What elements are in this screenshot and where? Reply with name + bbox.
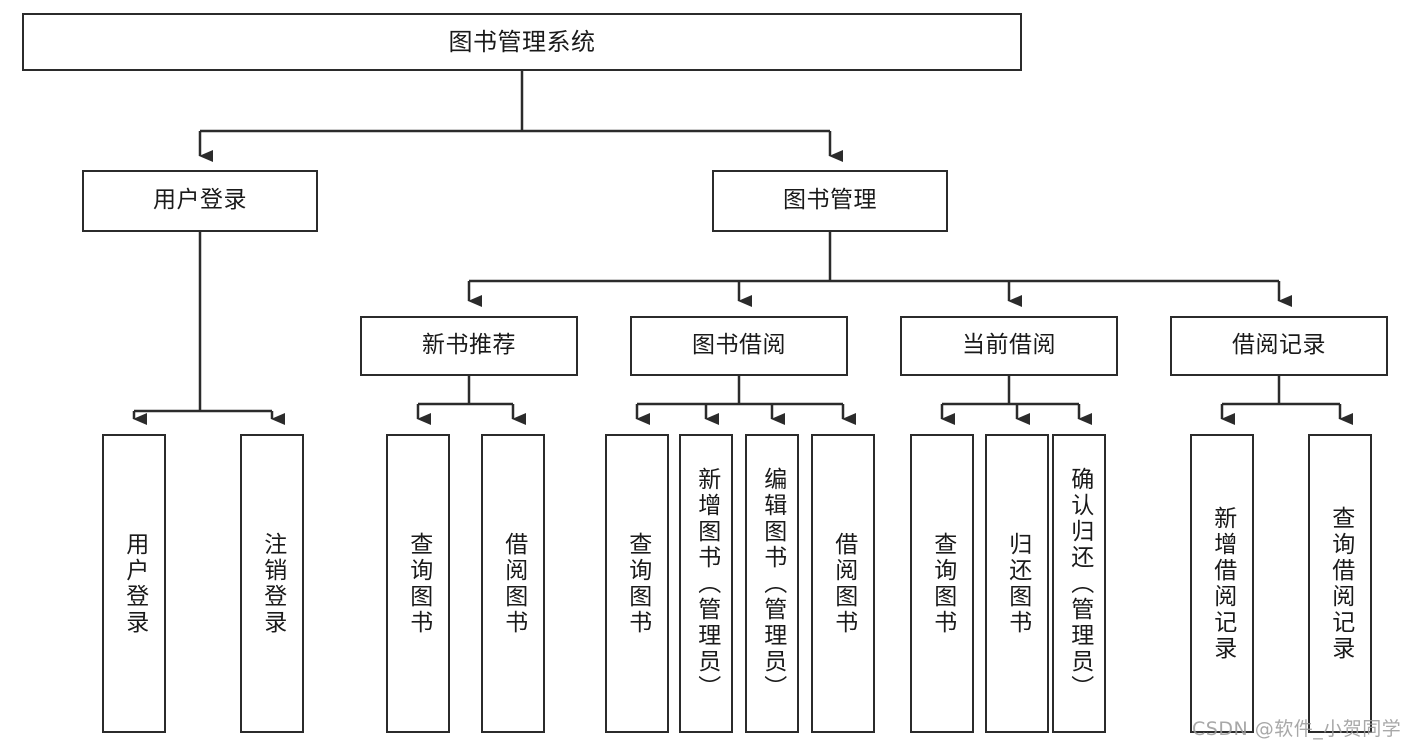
node-root-label: 图书管理系统	[448, 27, 596, 56]
node-leaf-query-book-2-label: 查询图书	[624, 531, 651, 636]
node-leaf-return-book[interactable]: 归还图书	[985, 434, 1049, 733]
node-leaf-borrow-book-2[interactable]: 借阅图书	[811, 434, 875, 733]
node-leaf-user-logout-label: 注销登录	[259, 531, 286, 636]
node-leaf-query-book-2[interactable]: 查询图书	[605, 434, 669, 733]
node-book-manage-label: 图书管理	[783, 187, 877, 214]
node-user-login-label: 用户登录	[153, 187, 247, 214]
node-leaf-add-book-admin[interactable]: 新增图书（管理员）	[679, 434, 733, 733]
node-leaf-borrow-book-1-label: 借阅图书	[500, 531, 527, 636]
node-leaf-return-book-label: 归还图书	[1004, 531, 1031, 636]
edge-group-root	[198, 71, 843, 162]
node-leaf-query-book-1[interactable]: 查询图书	[386, 434, 450, 733]
node-borrow-record-label: 借阅记录	[1232, 332, 1326, 359]
node-new-book-rec[interactable]: 新书推荐	[360, 316, 578, 376]
node-leaf-query-book-3-label: 查询图书	[929, 531, 956, 636]
node-leaf-query-borrow-record-label: 查询借阅记录	[1327, 505, 1354, 662]
node-leaf-add-book-admin-label: 新增图书（管理员）	[693, 466, 720, 701]
node-leaf-confirm-return-admin[interactable]: 确认归还（管理员）	[1052, 434, 1106, 733]
node-book-borrow-label: 图书借阅	[692, 332, 786, 359]
edge-group-borrow-record	[1220, 376, 1353, 425]
node-book-manage[interactable]: 图书管理	[712, 170, 948, 232]
node-leaf-borrow-book-2-label: 借阅图书	[830, 531, 857, 636]
node-leaf-user-login-label: 用户登录	[121, 531, 148, 636]
node-current-borrow[interactable]: 当前借阅	[900, 316, 1118, 376]
node-current-borrow-label: 当前借阅	[962, 332, 1056, 359]
node-leaf-user-logout[interactable]: 注销登录	[240, 434, 304, 733]
node-leaf-confirm-return-admin-label: 确认归还（管理员）	[1066, 466, 1093, 701]
node-leaf-edit-book-admin[interactable]: 编辑图书（管理员）	[745, 434, 799, 733]
node-leaf-borrow-book-1[interactable]: 借阅图书	[481, 434, 545, 733]
node-borrow-record[interactable]: 借阅记录	[1170, 316, 1388, 376]
edge-group-book-borrow	[635, 376, 856, 425]
node-leaf-add-borrow-record-label: 新增借阅记录	[1209, 505, 1236, 662]
node-root[interactable]: 图书管理系统	[22, 13, 1022, 71]
node-leaf-query-book-1-label: 查询图书	[405, 531, 432, 636]
edge-group-book-manage	[467, 232, 1292, 307]
node-user-login[interactable]: 用户登录	[82, 170, 318, 232]
csdn-watermark: CSDN @软件_小贺同学	[1192, 718, 1402, 740]
node-leaf-query-book-3[interactable]: 查询图书	[910, 434, 974, 733]
node-leaf-query-borrow-record[interactable]: 查询借阅记录	[1308, 434, 1372, 733]
edge-group-user-login	[132, 232, 285, 425]
edge-group-current-borrow	[940, 376, 1092, 425]
edge-group-new-book-rec	[416, 376, 526, 425]
node-leaf-add-borrow-record[interactable]: 新增借阅记录	[1190, 434, 1254, 733]
node-book-borrow[interactable]: 图书借阅	[630, 316, 848, 376]
node-leaf-edit-book-admin-label: 编辑图书（管理员）	[759, 466, 786, 701]
node-leaf-user-login[interactable]: 用户登录	[102, 434, 166, 733]
node-new-book-rec-label: 新书推荐	[422, 332, 516, 359]
